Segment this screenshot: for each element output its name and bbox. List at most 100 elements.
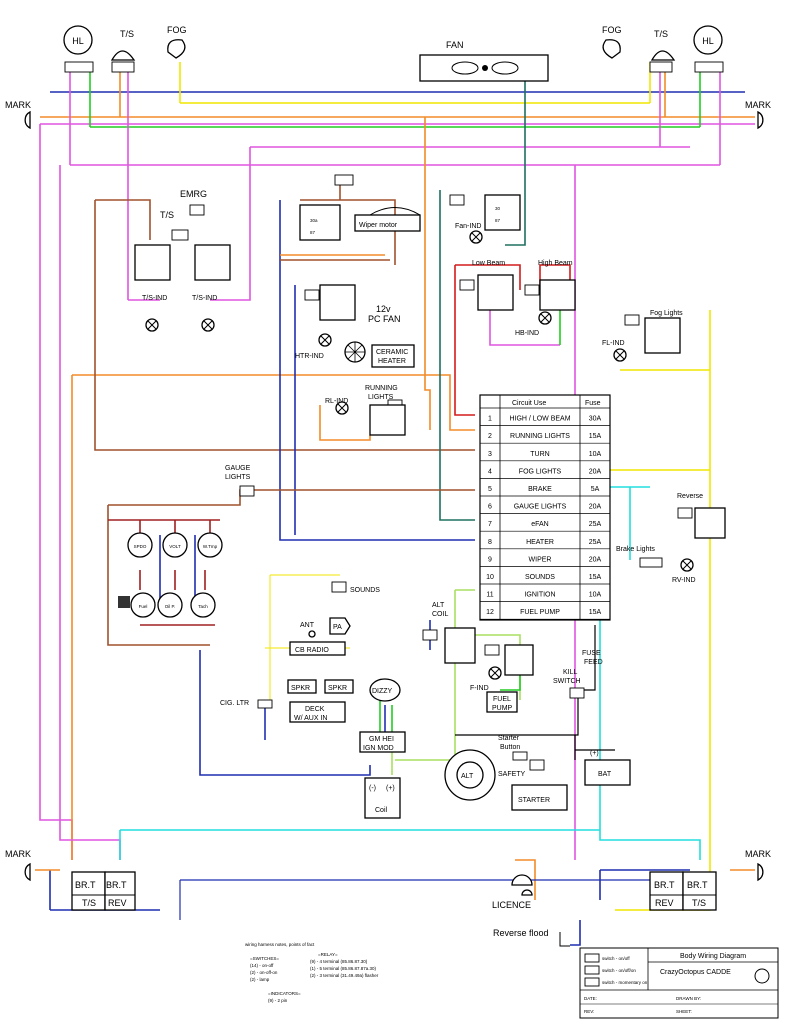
wires xyxy=(35,62,755,946)
svg-text:REV: REV xyxy=(108,898,127,908)
svg-text:RV-IND: RV-IND xyxy=(672,577,696,584)
svg-text:FOG: FOG xyxy=(167,25,187,35)
svg-text:switch - momentary on: switch - momentary on xyxy=(602,980,648,985)
svg-text:RUNNING: RUNNING xyxy=(365,385,398,392)
svg-text:BR.T: BR.T xyxy=(687,880,708,890)
fuse-row-num: 6 xyxy=(488,504,492,511)
svg-text:REV: REV xyxy=(655,898,674,908)
svg-text:High Beam: High Beam xyxy=(538,260,573,267)
wiper-group: 30a 87 Wiper motor xyxy=(299,174,421,241)
fan-relay-group: 30 87 Fan-IND xyxy=(449,194,521,244)
svg-text:Fan-IND: Fan-IND xyxy=(455,223,481,230)
svg-text:(9) - 4 terminal (85.86.87.30): (9) - 4 terminal (85.86.87.30) xyxy=(310,959,368,964)
svg-text:(9) - 2 pin: (9) - 2 pin xyxy=(268,998,288,1003)
title-block: Body Wiring Diagram CrazyOctopus CADDE s… xyxy=(579,947,779,1019)
sounds-group: SOUNDS ANT PA CB RADIO SPKR SPKR DECK W/… xyxy=(220,581,406,819)
svg-text:F-IND: F-IND xyxy=(470,685,489,692)
svg-text:Wiper motor: Wiper motor xyxy=(359,222,398,229)
fuse-row-use: TURN xyxy=(530,451,549,458)
svg-text:ALT: ALT xyxy=(432,602,445,609)
svg-text:(-): (-) xyxy=(369,785,376,792)
svg-text:=RELAY=: =RELAY= xyxy=(318,952,338,957)
svg-text:=SWITCHES=: =SWITCHES= xyxy=(250,956,279,961)
svg-text:switch - on/off/on: switch - on/off/on xyxy=(602,968,636,973)
alt-coil-group: ALT COIL F-IND FUEL PUMP xyxy=(422,602,534,713)
svg-text:Coil: Coil xyxy=(375,807,388,814)
fuse-row-use: HEATER xyxy=(526,539,554,546)
fuse-row-num: 9 xyxy=(488,556,492,563)
svg-text:EMRG: EMRG xyxy=(180,189,207,199)
svg-text:MARK: MARK xyxy=(5,100,31,110)
svg-text:HEATER: HEATER xyxy=(378,358,406,365)
svg-text:HTR-IND: HTR-IND xyxy=(295,353,324,360)
svg-text:DRAWN BY:: DRAWN BY: xyxy=(676,996,701,1001)
svg-text:PUMP: PUMP xyxy=(492,705,513,712)
fan-box: FAN xyxy=(419,40,549,82)
svg-text:MARK: MARK xyxy=(5,849,31,859)
svg-text:W/ AUX IN: W/ AUX IN xyxy=(294,715,327,722)
fuse-row-use: eFAN xyxy=(531,521,549,528)
fuse-row-use: FUEL PUMP xyxy=(520,609,560,616)
svg-text:COIL: COIL xyxy=(432,611,448,618)
harness-notes: wiring harness notes, points of fact =SW… xyxy=(245,942,379,1003)
fuse-row-use: IGNITION xyxy=(524,592,555,599)
fuse-row-fuse: 20A xyxy=(589,468,602,475)
fog-left: FOG xyxy=(167,25,187,59)
svg-text:(2) - lamp: (2) - lamp xyxy=(250,977,270,982)
fuse-header-use: Circuit Use xyxy=(512,400,546,407)
svg-text:Button: Button xyxy=(500,744,520,751)
svg-text:T/S: T/S xyxy=(692,898,706,908)
turn-signal-right: T/S xyxy=(649,29,676,73)
fuse-row-num: 7 xyxy=(488,521,492,528)
marker-right: MARK xyxy=(745,100,771,130)
heater-group: 12v PC FAN HTR-IND CERAMIC HEATER xyxy=(295,284,415,368)
svg-text:GM HEI: GM HEI xyxy=(369,736,394,743)
svg-text:T/S: T/S xyxy=(160,210,174,220)
fog-right: FOG xyxy=(602,25,622,59)
svg-text:T/S: T/S xyxy=(82,898,96,908)
svg-text:switch - on/off: switch - on/off xyxy=(602,956,630,961)
licence-group: LICENCE Reverse flood xyxy=(492,874,570,947)
svg-text:30a: 30a xyxy=(310,218,318,223)
svg-text:Fuel: Fuel xyxy=(139,604,148,609)
headlight-left: HL xyxy=(63,25,94,73)
fuse-row-num: 10 xyxy=(486,574,494,581)
running-lights-group: RUNNING LIGHTS RL-IND xyxy=(325,385,406,436)
fuse-row-fuse: 10A xyxy=(589,592,602,599)
fuse-row-fuse: 15A xyxy=(589,609,602,616)
fuse-row-use: BRAKE xyxy=(528,486,552,493)
svg-text:GAUGE: GAUGE xyxy=(225,465,251,472)
svg-text:SHEET:: SHEET: xyxy=(676,1009,692,1014)
fuse-row-num: 2 xyxy=(488,433,492,440)
svg-text:=INDICATORS=: =INDICATORS= xyxy=(268,991,301,996)
fuse-row-use: RUNNING LIGHTS xyxy=(510,433,570,440)
fuse-header-fuse: Fuse xyxy=(585,400,601,407)
marker-left: MARK xyxy=(5,100,31,130)
svg-text:Reverse flood: Reverse flood xyxy=(493,928,549,938)
svg-text:ALT: ALT xyxy=(461,773,474,780)
svg-text:(2) - on-off-on: (2) - on-off-on xyxy=(250,970,278,975)
svg-text:FAN: FAN xyxy=(446,40,464,50)
svg-text:DECK: DECK xyxy=(305,706,325,713)
svg-text:FOG: FOG xyxy=(602,25,622,35)
fuse-row-num: 4 xyxy=(488,468,492,475)
reverse-group: Reverse RV-IND Brake Lights xyxy=(616,493,726,584)
svg-text:PA: PA xyxy=(333,624,342,631)
fuse-row-fuse: 25A xyxy=(589,539,602,546)
svg-text:Oil P.: Oil P. xyxy=(165,604,175,609)
fuse-row-use: SOUNDS xyxy=(525,574,555,581)
svg-text:CERAMIC: CERAMIC xyxy=(376,349,408,356)
turn-signal-left: T/S xyxy=(110,29,136,73)
svg-text:87: 87 xyxy=(310,230,316,235)
svg-text:STARTER: STARTER xyxy=(518,797,550,804)
svg-text:Brake Lights: Brake Lights xyxy=(616,546,655,553)
svg-text:(2) - 3 terminal (31.49.49a) f: (2) - 3 terminal (31.49.49a) flasher xyxy=(310,973,379,978)
svg-text:DIZZY: DIZZY xyxy=(372,688,393,695)
svg-text:(+): (+) xyxy=(590,750,599,757)
svg-text:BAT: BAT xyxy=(598,771,612,778)
svg-text:RL-IND: RL-IND xyxy=(325,398,348,405)
svg-text:FUEL: FUEL xyxy=(493,696,511,703)
fuse-row-num: 11 xyxy=(486,592,493,599)
